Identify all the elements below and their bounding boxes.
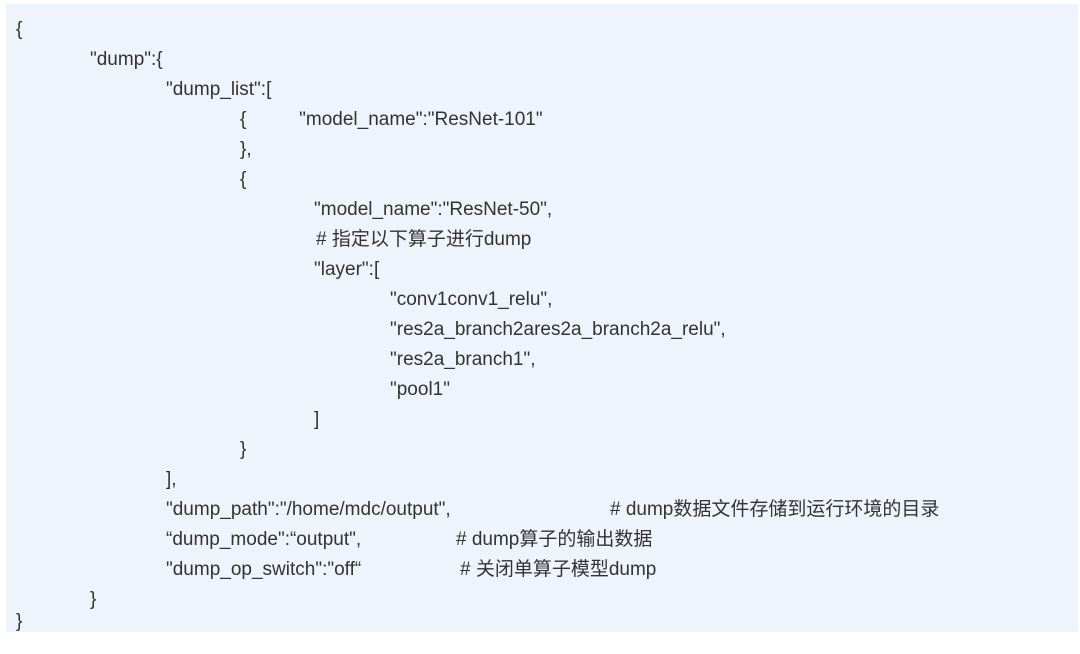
code-line-11: "res2a_branch2ares2a_branch2a_relu",	[390, 319, 726, 340]
dump-op-switch-code: "dump_op_switch":"off“	[166, 559, 362, 580]
code-line-18: “dump_mode":“output", # dump算子的输出数据	[166, 528, 652, 624]
code-line-3: "dump_list":[	[166, 79, 272, 100]
code-line-19: "dump_op_switch":"off“ # 关闭单算子模型dump	[166, 558, 656, 654]
dump-mode-code: “dump_mode":“output",	[166, 529, 362, 550]
dump-path-code: "dump_path":"/home/mdc/output",	[166, 499, 451, 520]
code-line-12: "res2a_branch1",	[390, 349, 536, 370]
code-line-4: { "model_name":"ResNet-101"	[240, 109, 543, 130]
code-line-15: }	[240, 439, 247, 460]
code-line-20: }	[90, 589, 97, 610]
code-line-2: "dump":{	[90, 49, 163, 70]
code-line-13: "pool1"	[390, 379, 450, 400]
code-line-17: "dump_path":"/home/mdc/output", # dump数据…	[166, 498, 939, 594]
code-line-21: }	[16, 611, 23, 632]
dump-path-comment: # dump数据文件存储到运行环境的目录	[610, 499, 940, 520]
code-line-5: },	[240, 139, 252, 160]
code-line-1: {	[16, 19, 23, 40]
code-block: { "dump":{ "dump_list":[ { "model_name":…	[6, 4, 1078, 632]
dump-op-switch-comment: # 关闭单算子模型dump	[460, 559, 657, 580]
code-line-6: {	[240, 169, 247, 190]
code-line-14: ]	[314, 409, 320, 430]
code-line-16: ],	[166, 469, 177, 490]
code-line-10: "conv1conv1_relu",	[390, 289, 553, 310]
code-line-7: "model_name":"ResNet-50",	[314, 199, 553, 220]
code-line-9: "layer":[	[314, 259, 380, 280]
dump-mode-comment: # dump算子的输出数据	[456, 529, 653, 550]
code-comment-layer: # 指定以下算子进行dump	[316, 229, 532, 250]
